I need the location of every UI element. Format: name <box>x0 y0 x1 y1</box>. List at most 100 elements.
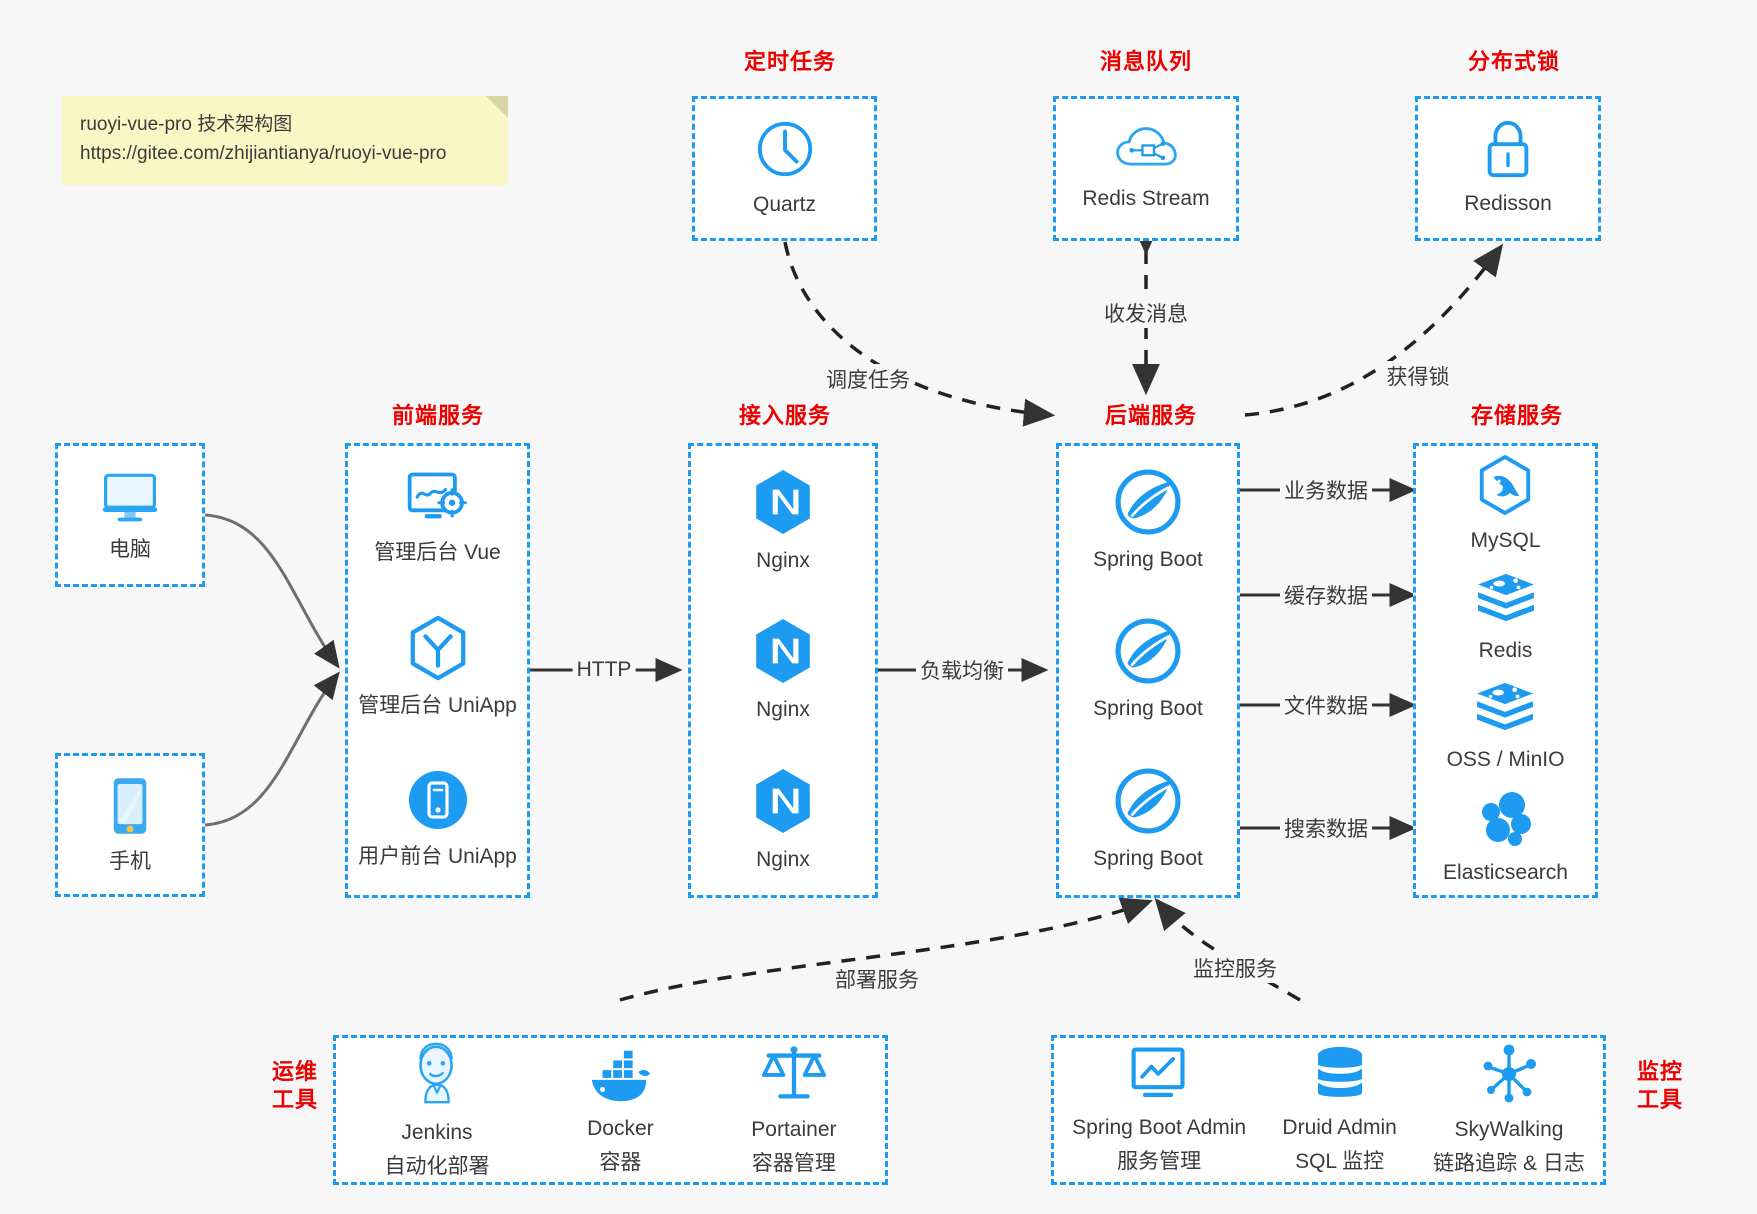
group-box-storage[interactable]: MySQL Redis <box>1413 443 1598 898</box>
node-label-nginx-1: Nginx <box>756 548 810 572</box>
group-box-client-mobile[interactable]: 手机 <box>55 753 205 897</box>
monitor-chart-icon <box>1128 1045 1190 1108</box>
edge-label-schedule-task: 调度任务 <box>822 364 914 394</box>
node-spring-boot-2[interactable]: Spring Boot <box>1093 618 1203 722</box>
node-user-uniapp[interactable]: 用户前台 UniApp <box>358 768 517 870</box>
node-label-spring-boot-3: Spring Boot <box>1093 846 1203 870</box>
group-box-mq[interactable]: Redis Stream <box>1053 96 1239 241</box>
edge-label-search-data: 搜索数据 <box>1280 813 1372 843</box>
node-redisson[interactable]: Redisson <box>1464 119 1552 217</box>
group-box-gateway[interactable]: Nginx Nginx Nginx <box>688 443 878 898</box>
node-mobile[interactable]: 手机 <box>108 775 152 875</box>
node-label-docker: Docker <box>587 1117 654 1141</box>
mobile-phone-icon <box>108 775 152 842</box>
node-label-mobile: 手机 <box>109 849 151 873</box>
node-admin-vue[interactable]: 管理后台 Vue <box>374 470 501 566</box>
node-druid-admin[interactable]: Druid Admin SQL 监控 <box>1282 1045 1397 1175</box>
node-nginx-1[interactable]: Nginx <box>752 468 814 574</box>
edge-label-acquire-lock: 获得锁 <box>1382 361 1454 391</box>
node-label-admin-vue: 管理后台 Vue <box>374 541 501 565</box>
group-title-monitoring-line2: 工具 <box>1636 1086 1683 1112</box>
edge-label-monitor-service: 监控服务 <box>1189 953 1281 983</box>
jenkins-icon <box>405 1040 469 1113</box>
note-fold-corner <box>486 96 508 118</box>
node-redis[interactable]: Redis <box>1475 572 1537 664</box>
nginx-icon <box>752 617 814 690</box>
note-line-1: ruoyi-vue-pro 技术架构图 <box>80 114 293 135</box>
node-redis-stream[interactable]: Redis Stream <box>1082 124 1210 212</box>
node-label-user-uniapp: 用户前台 UniApp <box>358 845 517 869</box>
group-title-storage: 存储服务 <box>1470 403 1563 428</box>
docker-icon <box>586 1044 654 1109</box>
mysql-icon <box>1475 454 1535 521</box>
group-box-devops[interactable]: Jenkins 自动化部署 Docker 容器 <box>333 1035 888 1185</box>
group-box-frontend[interactable]: 管理后台 Vue 管理后台 UniApp 用户前台 U <box>345 443 530 898</box>
note-line-2: https://gitee.com/zhijiantianya/ruoyi-vu… <box>80 143 447 165</box>
padlock-icon <box>1480 119 1536 184</box>
node-label-skywalking: SkyWalking <box>1454 1118 1564 1142</box>
node-desktop[interactable]: 电脑 <box>99 467 161 563</box>
node-portainer[interactable]: Portainer 容器管理 <box>751 1043 837 1177</box>
group-title-lock: 分布式锁 <box>1467 49 1560 74</box>
clock-icon <box>754 118 816 185</box>
node-nginx-2[interactable]: Nginx <box>752 617 814 723</box>
node-label-redisson: Redisson <box>1464 192 1552 216</box>
cloud-network-icon <box>1114 124 1178 179</box>
node-nginx-3[interactable]: Nginx <box>752 767 814 873</box>
node-label-redis: Redis <box>1478 638 1533 662</box>
phone-circle-icon <box>406 768 470 837</box>
node-label-oss-minio: OSS / MinIO <box>1446 747 1565 771</box>
nginx-icon <box>752 767 814 840</box>
node-admin-uniapp[interactable]: 管理后台 UniApp <box>358 615 517 719</box>
desktop-monitor-icon <box>99 467 161 530</box>
skywalking-icon <box>1478 1043 1540 1110</box>
node-sublabel-docker: 容器 <box>599 1150 642 1174</box>
node-sublabel-spring-boot-admin: 服务管理 <box>1117 1149 1202 1173</box>
node-label-nginx-3: Nginx <box>756 847 810 871</box>
edge-label-file-data: 文件数据 <box>1280 690 1372 720</box>
group-title-devops-line1: 运维 <box>271 1059 318 1084</box>
node-label-jenkins: Jenkins <box>401 1121 473 1145</box>
node-label-redis-stream: Redis Stream <box>1082 187 1210 211</box>
group-box-client-desktop[interactable]: 电脑 <box>55 443 205 587</box>
edge-label-http: HTTP <box>572 658 636 682</box>
node-label-mysql: MySQL <box>1470 529 1541 553</box>
group-title-backend: 后端服务 <box>1104 403 1197 428</box>
node-jenkins[interactable]: Jenkins 自动化部署 <box>384 1040 489 1180</box>
edge-label-load-balance: 负载均衡 <box>916 655 1008 685</box>
node-skywalking[interactable]: SkyWalking 链路追踪 & 日志 <box>1433 1043 1585 1177</box>
spring-boot-icon <box>1115 768 1181 839</box>
oss-minio-icon <box>1474 681 1536 740</box>
node-spring-boot-1[interactable]: Spring Boot <box>1093 469 1203 573</box>
group-box-monitoring[interactable]: Spring Boot Admin 服务管理 Druid Admin <box>1051 1035 1606 1185</box>
hexagon-y-icon <box>406 615 470 686</box>
elasticsearch-icon <box>1474 790 1536 853</box>
node-sublabel-jenkins: 自动化部署 <box>384 1154 490 1178</box>
scales-icon <box>761 1043 827 1110</box>
edge-label-deploy-service: 部署服务 <box>831 964 923 994</box>
group-box-backend[interactable]: Spring Boot Spring Boot Spring Boot <box>1056 443 1240 898</box>
node-label-druid-admin: Druid Admin <box>1282 1116 1397 1140</box>
node-docker[interactable]: Docker 容器 <box>586 1044 654 1176</box>
group-box-scheduler[interactable]: Quartz <box>692 96 877 241</box>
spring-boot-icon <box>1115 618 1181 689</box>
title-note: ruoyi-vue-pro 技术架构图 https://gitee.com/zh… <box>62 96 508 185</box>
node-mysql[interactable]: MySQL <box>1470 454 1541 554</box>
edge-label-business-data: 业务数据 <box>1280 475 1372 505</box>
group-title-monitoring-line1: 监控 <box>1636 1059 1683 1084</box>
node-elasticsearch[interactable]: Elasticsearch <box>1443 790 1568 886</box>
group-box-lock[interactable]: Redisson <box>1415 96 1601 241</box>
group-title-gateway: 接入服务 <box>738 403 831 428</box>
edge-label-send-receive-message: 收发消息 <box>1100 298 1192 328</box>
node-quartz[interactable]: Quartz <box>753 118 816 218</box>
node-label-quartz: Quartz <box>752 193 817 217</box>
node-label-spring-boot-2: Spring Boot <box>1093 697 1203 721</box>
node-spring-boot-3[interactable]: Spring Boot <box>1093 768 1203 872</box>
database-icon <box>1311 1045 1369 1108</box>
node-oss-minio[interactable]: OSS / MinIO <box>1446 681 1565 773</box>
node-spring-boot-admin[interactable]: Spring Boot Admin 服务管理 <box>1072 1045 1246 1175</box>
group-title-devops: 运维 工具 <box>255 1058 335 1113</box>
node-label-elasticsearch: Elasticsearch <box>1443 861 1568 885</box>
node-label-desktop: 电脑 <box>109 537 151 561</box>
node-label-admin-uniapp: 管理后台 UniApp <box>358 694 517 718</box>
